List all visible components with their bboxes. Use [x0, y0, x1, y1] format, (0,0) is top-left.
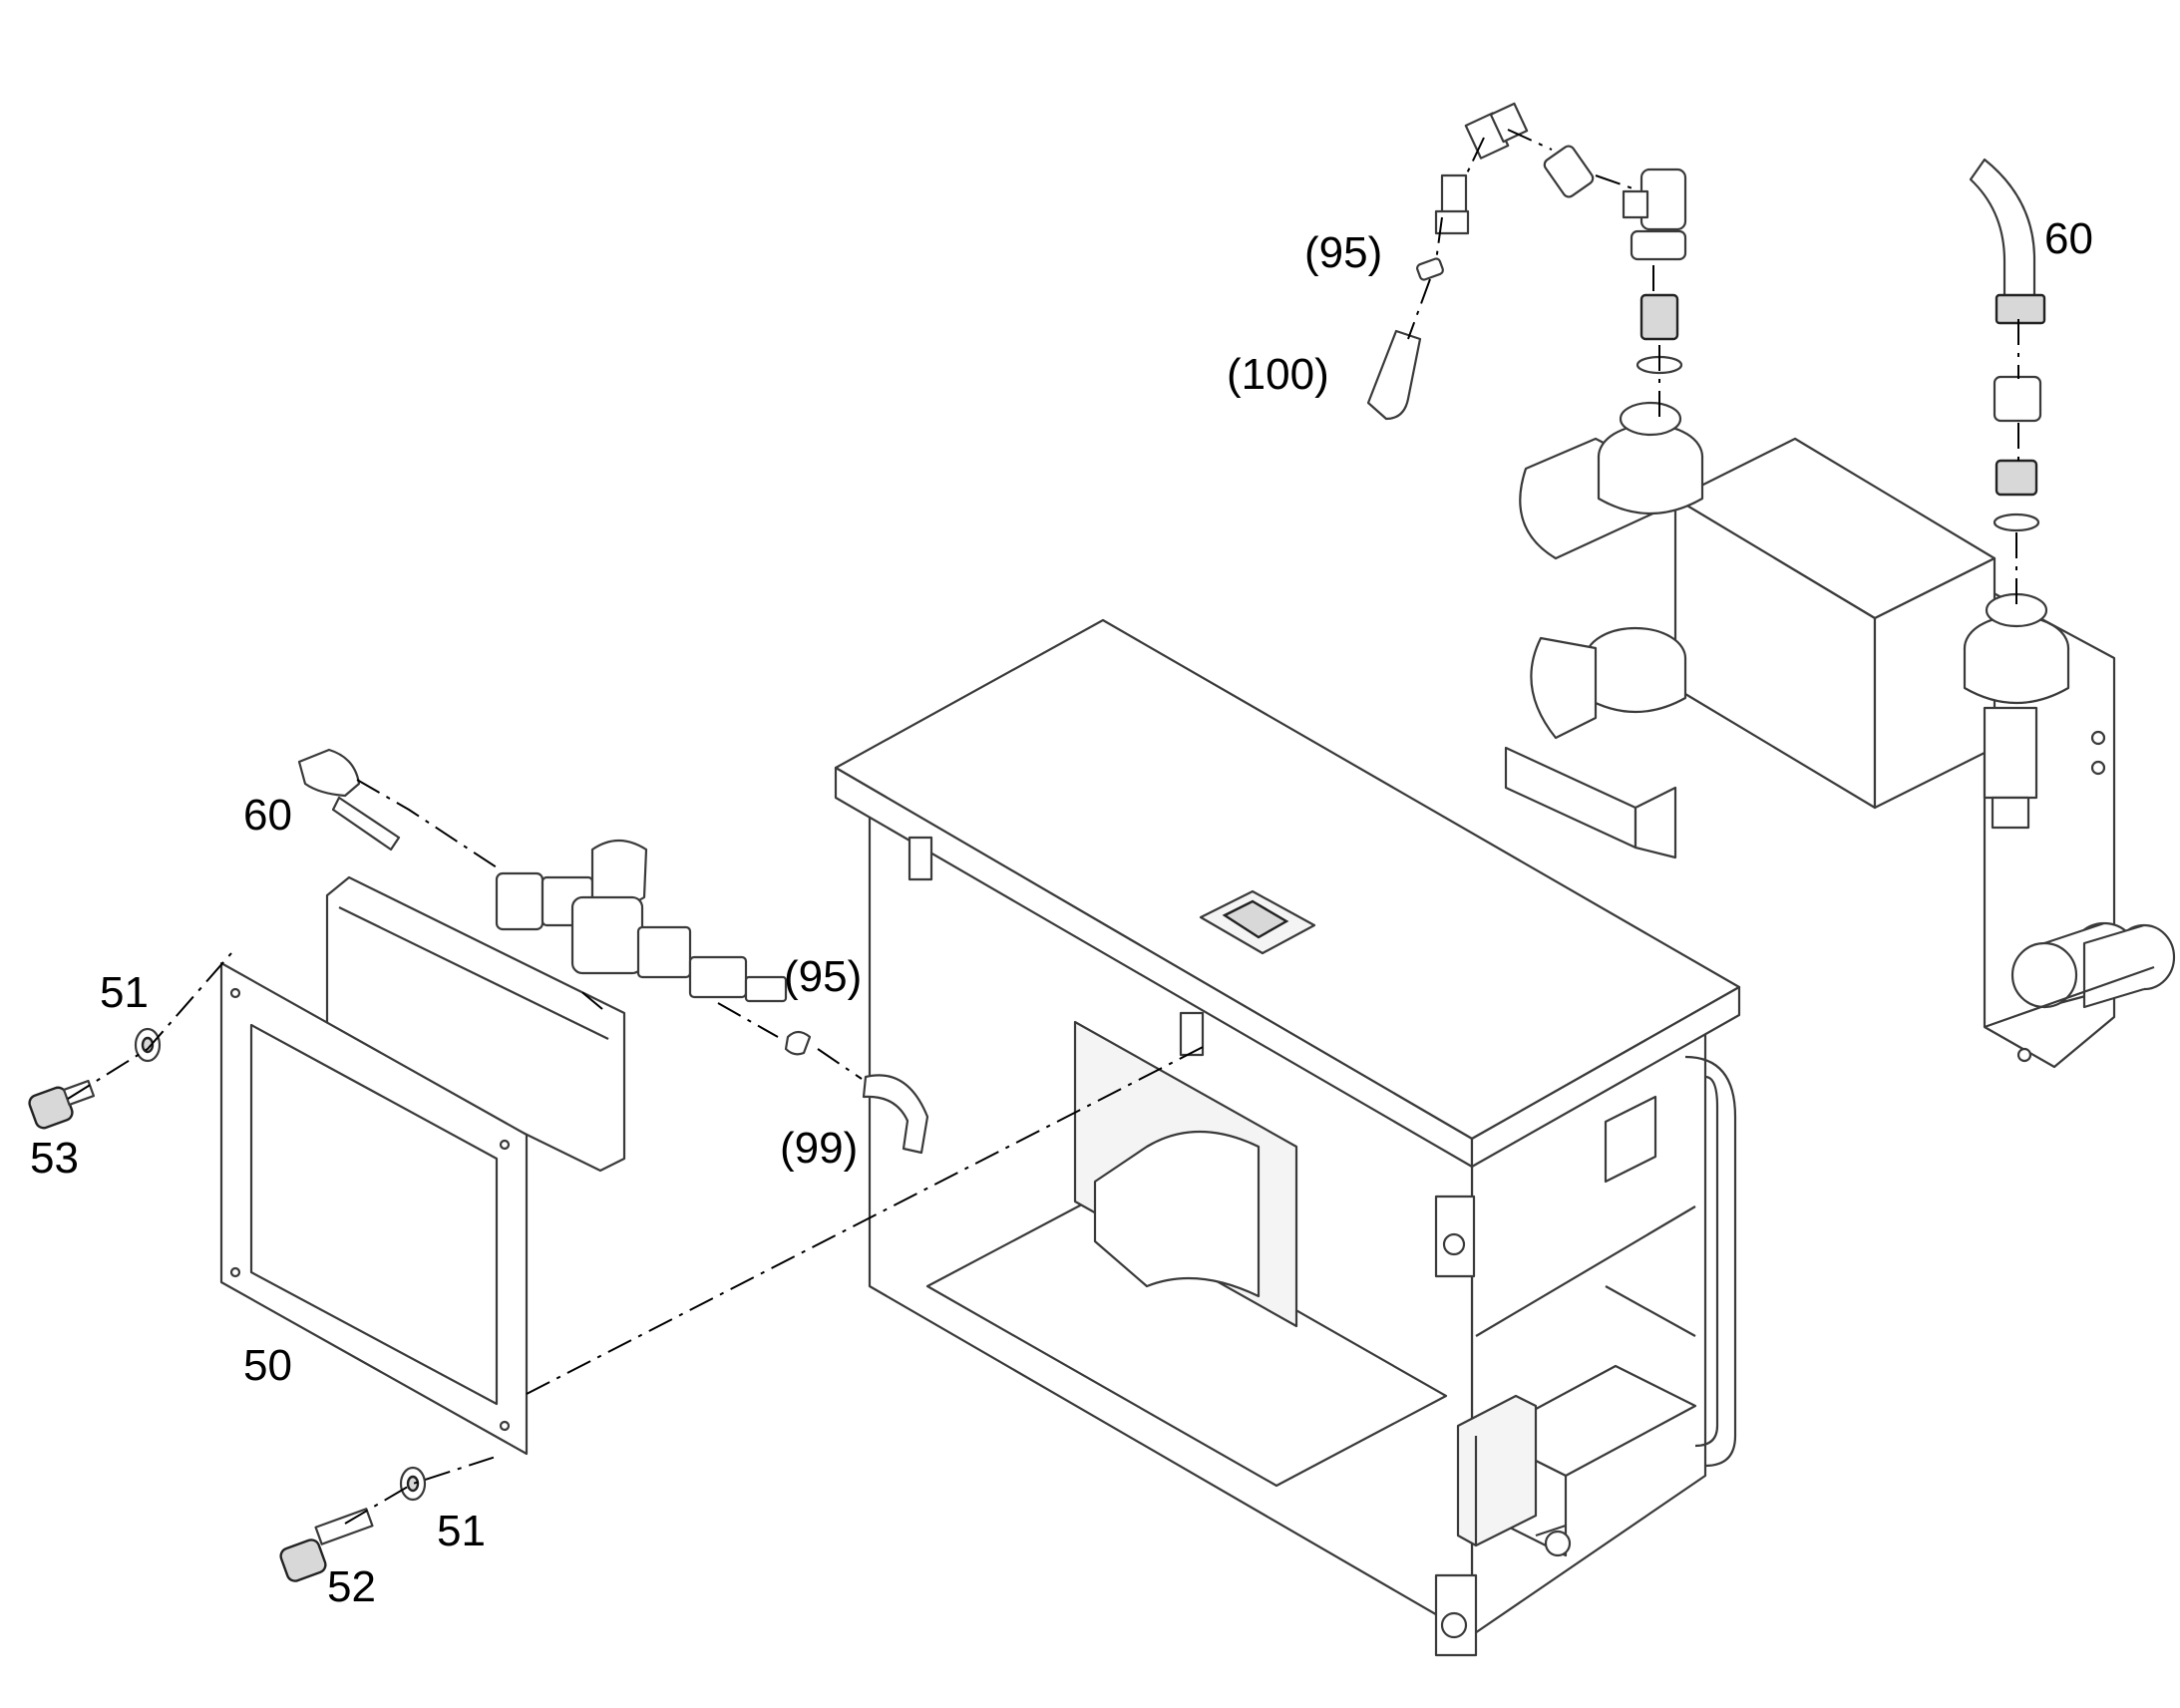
callout-95-mid: (95): [784, 952, 863, 1001]
washer-51-top: [134, 1027, 162, 1063]
callout-52: 52: [327, 1562, 376, 1611]
callout-53: 53: [30, 1134, 79, 1183]
callout-51-bottom: 51: [437, 1507, 486, 1555]
top-fitting-chain-right: [1969, 158, 2046, 532]
callout-100: (100): [1227, 350, 1329, 399]
assembly-centerlines: [67, 129, 2019, 1525]
callout-60-left: 60: [243, 791, 292, 840]
bolt-52: [279, 1508, 374, 1582]
pump-bracket-assembly: [1504, 401, 2176, 1069]
callout-51-top: 51: [100, 968, 149, 1017]
main-housing: [834, 618, 1741, 1657]
washer-51-bottom: [399, 1466, 427, 1502]
valve-assembly: [297, 748, 929, 1155]
callout-60-top: 60: [2044, 214, 2093, 263]
callout-50: 50: [243, 1341, 292, 1390]
frame-gasket: [219, 961, 529, 1456]
top-fitting-chain-left: [1366, 102, 1687, 421]
callout-99: (99): [780, 1124, 859, 1173]
callout-95-top: (95): [1304, 228, 1383, 277]
